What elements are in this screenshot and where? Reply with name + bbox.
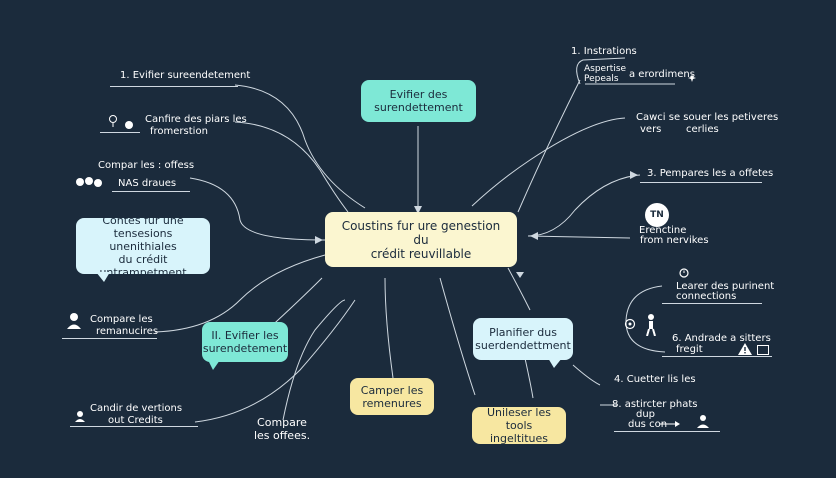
right-node-3-underline — [640, 182, 762, 183]
right-node-4-line2: from nervikes — [640, 235, 709, 246]
right-node-5-line2: connections — [676, 291, 737, 302]
right-node-2-line2: vers — [640, 124, 662, 135]
connector-15 — [527, 235, 631, 239]
left-node-2-line2: fromerstion — [150, 126, 208, 137]
lightbulb-icon — [106, 114, 120, 128]
person-icon — [74, 410, 86, 422]
right-node-3-label: 3. Pempares les a offetes — [647, 168, 774, 179]
gear-icon — [624, 318, 636, 330]
right-node-4-line1: Erenctine — [639, 225, 687, 236]
connector-4 — [154, 254, 326, 333]
left-callout-box[interactable]: Contes fur une tensesions unenithiales d… — [76, 214, 210, 279]
left-node-1-label: 1. Evifier sureendetement — [120, 70, 251, 81]
bottom-mint-line1: II. Evifier les — [211, 329, 279, 342]
top-node-line1: Evifier des — [389, 88, 448, 101]
connector-3 — [189, 177, 326, 241]
center-node-line1: Coustins fur ure genestion du — [341, 218, 501, 247]
connector-10 — [439, 277, 476, 396]
left-node-3-line1: Compar les : offess — [98, 160, 195, 171]
left-node-4-line2: remanucires — [96, 326, 159, 337]
top-node-line2: surendettement — [374, 101, 463, 114]
right-node-7-label: 4. Cuetter lis les — [614, 374, 696, 385]
right-node-6-label: 6. Andrade a sitters — [672, 333, 771, 344]
standing-person-icon — [644, 314, 658, 336]
connector-5 — [194, 299, 356, 423]
right-node-1-line2: Aspertise — [584, 64, 627, 74]
left-node-2-underline — [100, 132, 140, 133]
left-node-4-line1: Compare les — [90, 314, 153, 325]
clock-icon — [679, 268, 689, 278]
right-plan-line2: suerdendettment — [475, 339, 571, 352]
left-callout-tail — [96, 272, 110, 282]
right-node-2-line3: cerlies — [686, 124, 719, 135]
right-node-6-underline — [662, 356, 772, 357]
bottom-compare-line2: les offees. — [253, 429, 311, 442]
people-icon — [75, 176, 103, 190]
right-node-5-line1: Learer des purinent — [676, 281, 775, 292]
connector-14 — [527, 174, 641, 237]
bottom-yellow-line2: remenures — [362, 396, 422, 410]
connector-9 — [384, 277, 394, 379]
arrowhead — [630, 171, 638, 179]
connector-16 — [517, 79, 581, 213]
right-node-8-line2: dup — [636, 409, 656, 420]
left-node-4-underline — [62, 338, 157, 339]
arrowhead — [315, 236, 323, 244]
connector-8 — [282, 299, 346, 421]
right-node-1-line3: Pepeals — [584, 74, 619, 84]
coin-icon — [124, 120, 134, 130]
bottom-tools-line2: ingeltitues — [490, 432, 548, 445]
bottom-tools-line1: Unileser les tools — [487, 406, 551, 432]
center-node-line2: crédit reuvillable — [370, 246, 472, 261]
arrow-right-icon — [660, 420, 680, 428]
connector-17 — [576, 57, 626, 85]
bottom-compare-line1: Compare — [257, 416, 307, 429]
left-callout-line2: tensesions unenithiales — [109, 226, 177, 253]
left-node-1-underline — [110, 86, 238, 87]
right-plan-line1: Planifier dus — [489, 326, 557, 339]
right-node-8-line1: 8. astircter phats — [612, 399, 698, 410]
right-node-8-underline — [614, 431, 720, 432]
tn-logo-text: TN — [650, 210, 664, 220]
right-node-1-title: 1. Instrations — [571, 46, 637, 57]
right-node-8-line3: dus con — [628, 419, 668, 430]
right-node-5-underline — [662, 303, 762, 304]
right-node-2-line1: Cawci se souer les petiveres — [636, 112, 779, 123]
left-node-5-line1: Candir de vertions — [90, 403, 183, 414]
connector-2 — [234, 121, 349, 213]
connector-1 — [234, 84, 366, 209]
arrowhead — [530, 232, 538, 240]
right-node-6-line2: fregit — [676, 344, 703, 355]
person-icon — [696, 414, 710, 428]
document-icon — [757, 345, 769, 355]
connector-11 — [507, 267, 531, 311]
left-node-3-underline — [112, 191, 190, 192]
left-node-5-underline — [70, 426, 198, 427]
connector-13 — [471, 117, 626, 207]
sparkle-icon — [688, 74, 696, 82]
right-plan-tail — [548, 358, 562, 368]
right-node-1-line4: a erordimens — [629, 69, 695, 80]
connector-20 — [572, 364, 601, 386]
arrowhead — [414, 206, 422, 214]
left-callout-line3: du crédit untrampetment — [99, 252, 187, 279]
bottom-mint-line2: surendetement — [202, 342, 288, 355]
left-callout-line1: Contes fur une — [102, 213, 184, 227]
connector-19 — [625, 285, 666, 353]
arrowhead — [516, 272, 524, 278]
tn-logo-icon: TN — [645, 203, 669, 227]
left-node-3-line2: NAS draues — [118, 178, 177, 189]
person-icon — [66, 312, 82, 330]
bottom-yellow-line1: Camper les — [360, 383, 424, 397]
warning-icon — [738, 343, 752, 355]
left-node-2-line1: Canfire des piars les — [145, 114, 247, 125]
left-node-5-line2: out Credits — [108, 415, 163, 426]
bottom-mint-tail — [208, 360, 220, 370]
